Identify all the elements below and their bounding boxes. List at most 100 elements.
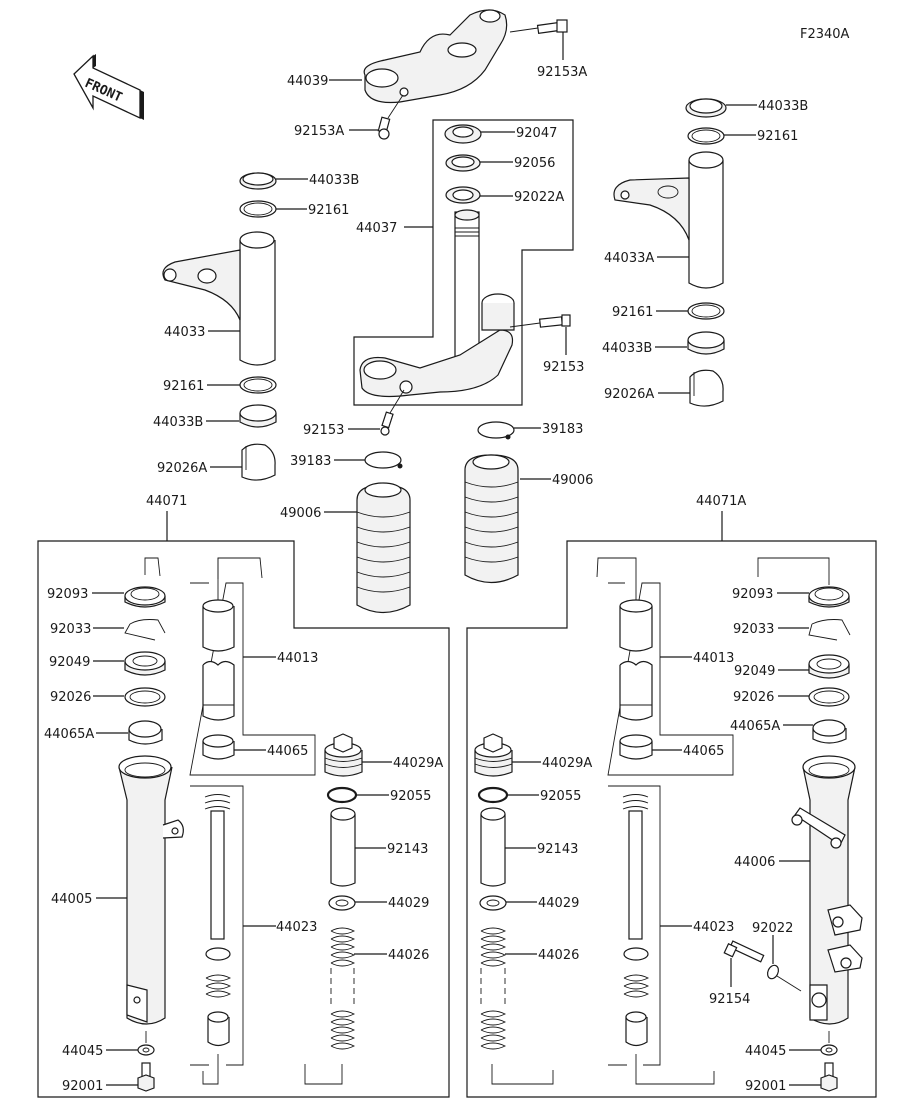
oil-seal-92049[interactable]: [124, 651, 166, 676]
label-44071a: 44071A: [696, 494, 746, 509]
o-ring-92055[interactable]: [326, 786, 358, 804]
bolt-icon[interactable]: [536, 19, 568, 35]
label-44045-right: 44045: [745, 1044, 786, 1059]
circlip-92161[interactable]: [239, 200, 277, 218]
bushing-44065[interactable]: [202, 734, 235, 760]
label-92026a-right: 92026A: [604, 387, 654, 402]
label-44006: 44006: [734, 855, 775, 870]
label-44023-left: 44023: [276, 920, 317, 935]
bushing-44065a[interactable]: [128, 720, 163, 745]
label-92161-right-top: 92161: [757, 129, 798, 144]
bushing-44065a[interactable]: [812, 719, 847, 744]
axle-washer-92022[interactable]: [766, 964, 802, 992]
guide-92026a[interactable]: [241, 443, 276, 481]
fork-cap-44029a[interactable]: [324, 733, 363, 777]
stem-washer-a[interactable]: [445, 186, 481, 204]
washer-92026[interactable]: [808, 687, 850, 707]
diagram-code: F2340A: [800, 27, 850, 42]
dust-seal-92093[interactable]: [808, 586, 850, 608]
label-39183-left: 39183: [290, 454, 331, 469]
outer-tube-44005[interactable]: [118, 755, 184, 1025]
spring-44026[interactable]: [480, 927, 507, 1050]
cylinder-44023[interactable]: [622, 794, 650, 1047]
gasket-44045[interactable]: [820, 1031, 838, 1056]
label-44065-right: 44065: [683, 744, 724, 759]
left-fork-frame: [37, 540, 450, 1098]
circlip-92161[interactable]: [687, 302, 725, 320]
label-92022: 92022: [752, 921, 793, 936]
label-92022a: 92022A: [514, 190, 564, 205]
o-ring-92055[interactable]: [477, 786, 509, 804]
ring-44033b[interactable]: [239, 404, 277, 428]
snap-ring-92033[interactable]: [808, 619, 851, 641]
tube-cover-44033[interactable]: [162, 231, 276, 366]
bushing-44065[interactable]: [619, 734, 653, 760]
collar-92143[interactable]: [480, 807, 506, 887]
washer-92026[interactable]: [124, 687, 166, 707]
fork-cap-44029a[interactable]: [474, 733, 513, 777]
boot-49006[interactable]: [464, 454, 519, 584]
label-44029a-right: 44029A: [542, 756, 592, 771]
bolt-icon[interactable]: [380, 411, 394, 436]
oil-seal-92049[interactable]: [808, 654, 850, 679]
label-44026-left: 44026: [388, 948, 429, 963]
label-92001-left: 92001: [62, 1079, 103, 1094]
label-92161-left-bottom: 92161: [163, 379, 204, 394]
seat-44029[interactable]: [328, 895, 356, 911]
upper-bracket[interactable]: [363, 9, 508, 104]
label-92026a-left: 92026A: [157, 461, 207, 476]
band-39183[interactable]: [477, 421, 515, 440]
stem-washer[interactable]: [445, 154, 481, 172]
gasket-44045[interactable]: [137, 1031, 155, 1056]
label-44029-left: 44029: [388, 896, 429, 911]
bolt-icon[interactable]: [538, 314, 571, 328]
label-44065a-left: 44065A: [44, 727, 94, 742]
label-44065a-right: 44065A: [730, 719, 780, 734]
stem-nut[interactable]: [444, 124, 482, 144]
inner-tube-44013[interactable]: [619, 599, 653, 721]
spring-44026[interactable]: [330, 927, 356, 1050]
boot-49006[interactable]: [356, 482, 411, 614]
label-92055-left: 92055: [390, 789, 431, 804]
snap-ring-92033[interactable]: [124, 619, 166, 641]
axle-bolt-92154[interactable]: [723, 940, 765, 963]
circlip-92161[interactable]: [687, 127, 725, 145]
label-44033b-left-bottom: 44033B: [153, 415, 203, 430]
label-44033: 44033: [164, 325, 205, 340]
tube-cover-44033a[interactable]: [613, 151, 724, 289]
label-39183-right: 39183: [542, 422, 583, 437]
dust-seal-92093[interactable]: [124, 586, 166, 608]
steering-stem[interactable]: [359, 209, 515, 398]
label-92153a-bottom: 92153A: [294, 124, 344, 139]
ring-44033b[interactable]: [687, 331, 725, 355]
label-92154: 92154: [709, 992, 750, 1007]
label-92049-left: 92049: [49, 655, 90, 670]
bolt-92001[interactable]: [820, 1062, 838, 1092]
label-92055-right: 92055: [540, 789, 581, 804]
label-49006-left: 49006: [280, 506, 321, 521]
label-92001-right: 92001: [745, 1079, 786, 1094]
label-44013-left: 44013: [277, 651, 318, 666]
ring-44033b[interactable]: [239, 172, 277, 190]
label-44033b-left-top: 44033B: [309, 173, 359, 188]
seat-44029[interactable]: [479, 895, 507, 911]
inner-tube-44013[interactable]: [202, 599, 235, 721]
label-92161-right-bottom: 92161: [612, 305, 653, 320]
bolt-92001[interactable]: [137, 1062, 155, 1092]
right-fork-frame: [466, 540, 877, 1098]
band-39183[interactable]: [364, 451, 403, 469]
guide-92026a[interactable]: [689, 369, 724, 407]
label-44033b-right-bottom: 44033B: [602, 341, 652, 356]
circlip-92161[interactable]: [239, 376, 277, 394]
collar-92143[interactable]: [330, 807, 356, 887]
outer-tube-44006[interactable]: [791, 755, 863, 1025]
label-92033-right: 92033: [733, 622, 774, 637]
ring-44033b[interactable]: [685, 98, 727, 118]
bolt-icon[interactable]: [377, 116, 391, 140]
label-49006-right: 49006: [552, 473, 593, 488]
cylinder-44023[interactable]: [204, 794, 232, 1047]
label-44023-right: 44023: [693, 920, 734, 935]
label-44065-left: 44065: [267, 744, 308, 759]
label-44026-right: 44026: [538, 948, 579, 963]
